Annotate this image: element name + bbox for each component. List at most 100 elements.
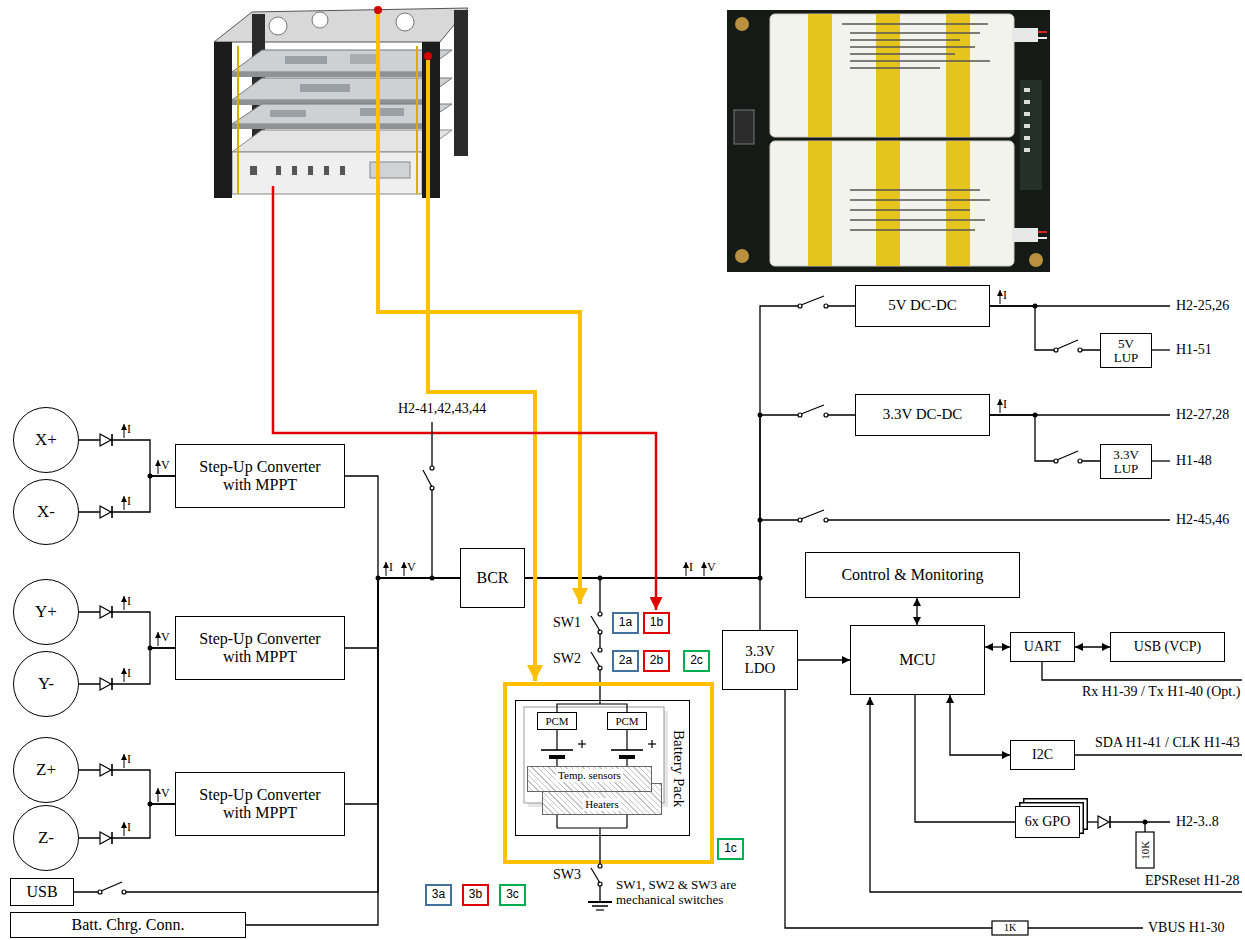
cubesat-render xyxy=(214,42,232,198)
connector xyxy=(79,770,175,804)
battery-photo xyxy=(727,10,1050,272)
usb-box: USB xyxy=(10,878,74,906)
battery-photo xyxy=(1038,31,1047,33)
node-text: BCR xyxy=(476,569,508,587)
node-text: Step-Up Converter with MPPT xyxy=(185,630,335,667)
connector xyxy=(79,612,175,648)
battery-photo xyxy=(850,53,955,54)
connector xyxy=(990,415,1100,461)
battery-photo xyxy=(727,10,1050,272)
battery-photo xyxy=(1038,37,1047,39)
connector xyxy=(950,695,1010,755)
pin-label: H2-27,28 xyxy=(1176,407,1229,423)
battery-photo xyxy=(1024,112,1030,116)
temp-sensor-box: Temp. sensors xyxy=(527,766,652,792)
battery-photo xyxy=(735,249,749,263)
diode-symbol xyxy=(100,678,111,690)
sensor-marker: V xyxy=(407,561,416,575)
battery-photo xyxy=(850,199,990,200)
sensor-arrow xyxy=(124,424,125,438)
callout-number: 1b xyxy=(643,612,670,634)
node-text: PCM xyxy=(545,715,568,728)
switch-symbol xyxy=(1057,451,1078,460)
switch-symbol xyxy=(591,868,600,883)
cubesat-render xyxy=(232,104,452,124)
diode-symbol xyxy=(1098,816,1109,828)
node-text: 1a xyxy=(619,616,632,630)
switch-symbol xyxy=(423,470,432,487)
pin-label: SDA H1-41 / CLK H1-43 xyxy=(1095,735,1240,751)
solar-panel-circle: Y+ xyxy=(13,579,79,645)
cubesat-render xyxy=(232,78,452,100)
callout-number: 3b xyxy=(462,884,489,906)
node-text: UART xyxy=(1024,639,1061,655)
ground-symbol xyxy=(588,901,612,903)
switch-symbol xyxy=(824,304,828,308)
solar-panel-circle: Y- xyxy=(13,651,79,717)
latch-up-protection-box: 3.3V LUP xyxy=(1100,444,1152,479)
sensor-arrow xyxy=(686,562,687,576)
resistor-symbol xyxy=(992,832,1154,935)
diode-symbol xyxy=(100,434,1110,844)
wire xyxy=(432,306,1242,928)
cubesat-render xyxy=(232,50,452,72)
battery-photo xyxy=(850,209,970,210)
battery-internals xyxy=(557,827,627,828)
connector xyxy=(79,440,175,476)
node-text: 3a xyxy=(432,888,445,902)
diode-symbol xyxy=(111,678,113,690)
switch-label: SW1 xyxy=(553,615,581,631)
node-text: USB xyxy=(26,883,57,901)
cubesat-render xyxy=(396,13,414,31)
sensor-arrow xyxy=(124,754,125,768)
junction-dot xyxy=(598,576,603,581)
battery-internals xyxy=(524,700,668,836)
switch-symbol xyxy=(122,890,126,894)
battery-photo xyxy=(1024,88,1030,92)
resistor-value: 10K xyxy=(1139,840,1152,859)
battery-photo xyxy=(1012,28,1038,42)
step-up-converter-box: Step-Up Converter with MPPT xyxy=(175,616,345,680)
sensor-arrow xyxy=(158,788,159,802)
uart-box: UART xyxy=(1010,632,1075,662)
junction-dot xyxy=(1143,820,1148,825)
wire xyxy=(870,697,1242,892)
cubesat-render xyxy=(312,12,328,28)
battery-photo xyxy=(850,219,985,220)
pin-label: H2-41,42,43,44 xyxy=(398,401,486,417)
connector xyxy=(345,578,460,804)
switch-symbol xyxy=(591,616,600,631)
connector xyxy=(345,578,460,648)
sensor-arrow xyxy=(704,562,705,576)
battery-internals xyxy=(581,740,582,748)
junction-dot xyxy=(148,474,153,479)
cubesat-render xyxy=(454,10,468,156)
sensor-marker: I xyxy=(1003,398,1007,412)
wire xyxy=(431,422,432,578)
cubesat-render xyxy=(360,108,404,116)
ldo-regulator-box: 3.3V LDO xyxy=(722,630,798,690)
battery-internals xyxy=(556,730,557,750)
callout-number: 2b xyxy=(643,650,670,672)
switch-label: SW2 xyxy=(553,651,581,667)
step-up-converter-box: Step-Up Converter with MPPT xyxy=(175,772,345,836)
callout-number: 1a xyxy=(612,612,639,634)
pcm-box: PCM xyxy=(537,712,577,731)
battery-photo xyxy=(1038,231,1047,233)
switch-label: SW3 xyxy=(553,867,581,883)
sensor-arrow xyxy=(158,632,159,646)
sensor-arrow xyxy=(1000,290,1001,304)
ground-symbol xyxy=(592,905,608,907)
battery-internals xyxy=(611,749,643,751)
node-text: Batt. Chrg. Conn. xyxy=(71,916,184,934)
battery-photo xyxy=(842,24,990,230)
wire xyxy=(990,414,1170,415)
battery-photo xyxy=(1020,80,1042,190)
sensor-marker: V xyxy=(707,561,716,575)
battery-photo xyxy=(850,60,990,61)
solar-panel-circle: Z- xyxy=(13,805,79,871)
switch-symbol xyxy=(824,413,828,417)
cubesat-render xyxy=(300,84,350,92)
node-text: Z- xyxy=(38,828,54,848)
